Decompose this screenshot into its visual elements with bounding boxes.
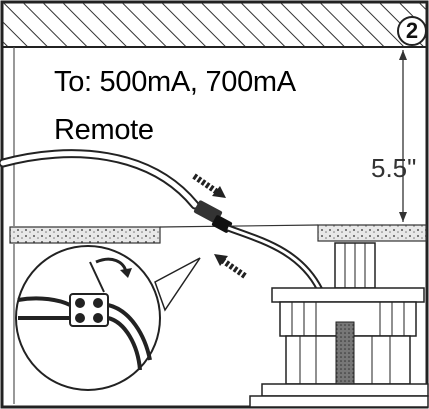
push-arrow-lower — [214, 254, 247, 279]
connector — [193, 200, 223, 224]
ceiling-tile-left — [9, 226, 161, 244]
compatibility-label: To: 500mA, 700mA — [54, 66, 296, 98]
remote-label: Remote — [54, 114, 154, 146]
ceiling-tile-right — [317, 224, 427, 242]
step-number: 2 — [405, 18, 419, 43]
step-number-circle — [397, 16, 427, 46]
ceiling-hatch — [3, 3, 426, 47]
dimension-label: 5.5" — [371, 153, 417, 183]
light-fixture — [249, 242, 429, 408]
push-arrow-upper — [192, 173, 226, 198]
connector-detail-bubble — [15, 245, 161, 391]
bubble-pointer — [154, 257, 201, 312]
